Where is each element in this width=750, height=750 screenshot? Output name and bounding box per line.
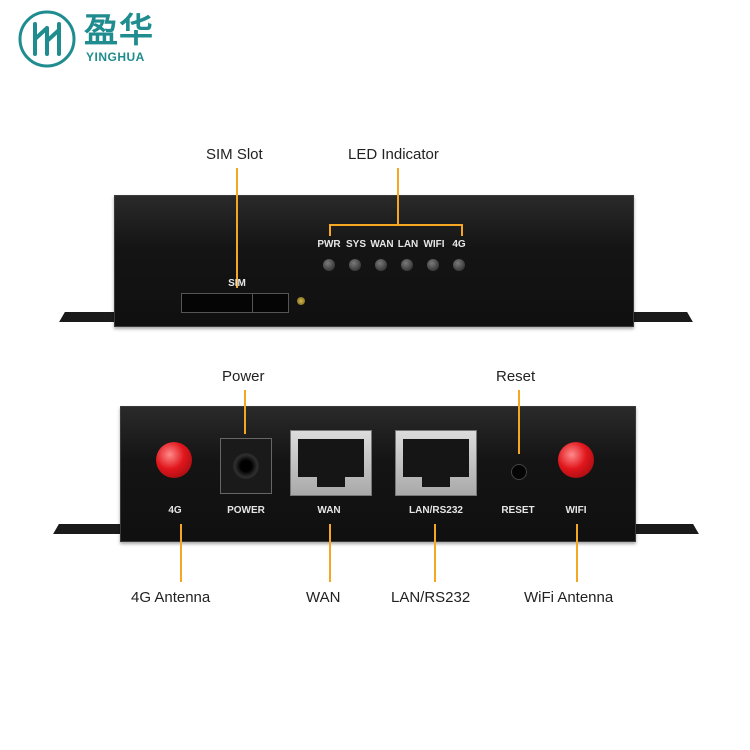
led-lan-icon [401,259,413,271]
callout-wifi-antenna: WiFi Antenna [524,589,614,606]
led-sys-icon [349,259,361,271]
led-label-wan: WAN [370,239,394,250]
lan-rs232-port[interactable] [395,430,477,496]
antenna-4g-leader-line [180,524,182,582]
rear-left-flange [53,524,127,534]
callout-4g-antenna: 4G Antenna [131,589,211,606]
logo-chinese-text: 盈华 [84,11,154,51]
wan-leader-line [329,524,331,582]
led-wifi-icon [427,259,439,271]
led-label-4g: 4G [452,239,466,250]
front-right-flange [625,312,693,322]
sim-label: SIM [228,278,246,289]
led-label-sys: SYS [345,239,366,250]
wan-port[interactable] [290,430,372,496]
sim-slot[interactable] [181,293,289,313]
callout-reset: Reset [496,368,536,385]
callout-power: Power [222,368,265,385]
led-pwr-icon [323,259,335,271]
led-label-lan: LAN [397,239,419,250]
callout-lan-rs232: LAN/RS232 [391,589,471,606]
logo-english-text: YINGHUA [86,50,145,64]
power-leader-line [244,390,246,434]
rear-right-flange [627,524,699,534]
antenna-4g-icon [156,442,192,478]
screw-icon [297,297,305,305]
reset-button[interactable] [511,464,527,480]
panel-label-wifi: WIFI [565,505,587,516]
sim-slot-leader-line [236,168,238,288]
led-label-wifi: WIFI [423,239,445,250]
panel-label-4g: 4G [168,505,182,516]
led-4g-icon [453,259,465,271]
power-jack[interactable] [220,438,272,494]
rear-device-body [120,406,636,542]
panel-label-reset: RESET [501,505,535,516]
panel-label-lan: LAN/RS232 [409,505,463,516]
led-label-pwr: PWR [317,239,341,250]
callout-led-indicator: LED Indicator [348,146,439,163]
lan-leader-line [434,524,436,582]
antenna-wifi-icon [558,442,594,478]
yinghua-logo-icon [18,10,76,68]
panel-label-wan: WAN [317,505,341,516]
led-wan-icon [375,259,387,271]
led-leader-line [397,168,399,226]
reset-leader-line [518,390,520,454]
led-bracket [329,224,463,236]
panel-label-power: POWER [227,505,265,516]
wifi-leader-line [576,524,578,582]
callout-wan: WAN [306,589,341,606]
callout-sim-slot: SIM Slot [206,146,263,163]
